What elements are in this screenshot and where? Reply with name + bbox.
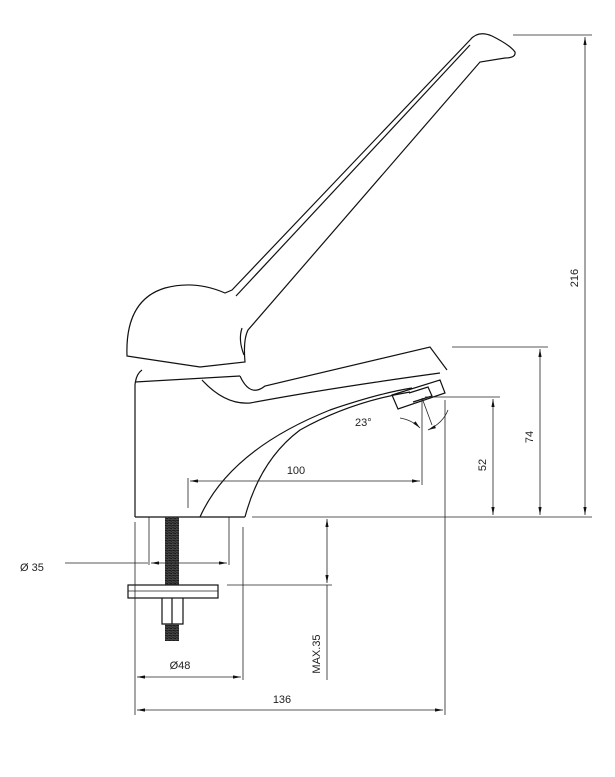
dim-spout-height: 74 [524, 431, 536, 443]
mounting-bolt [127, 517, 219, 641]
dimension-lines [65, 34, 592, 715]
faucet-body [134, 346, 448, 518]
dim-outlet-height: 52 [477, 459, 489, 471]
dim-connector-diameter: Ø 35 [20, 562, 44, 574]
washer [127, 584, 219, 599]
dim-spout-reach: 100 [287, 465, 305, 477]
lever-handle [126, 33, 516, 368]
dim-base-diameter: Ø48 [170, 660, 191, 672]
dim-total-height: 216 [569, 269, 581, 287]
dim-total-depth: 136 [273, 694, 291, 706]
threaded-end [165, 624, 179, 641]
dim-max-deck-thickness: MAX.35 [311, 634, 323, 673]
threaded-rod [165, 517, 179, 585]
nut [161, 598, 184, 625]
dim-outlet-angle: 23° [355, 417, 372, 429]
